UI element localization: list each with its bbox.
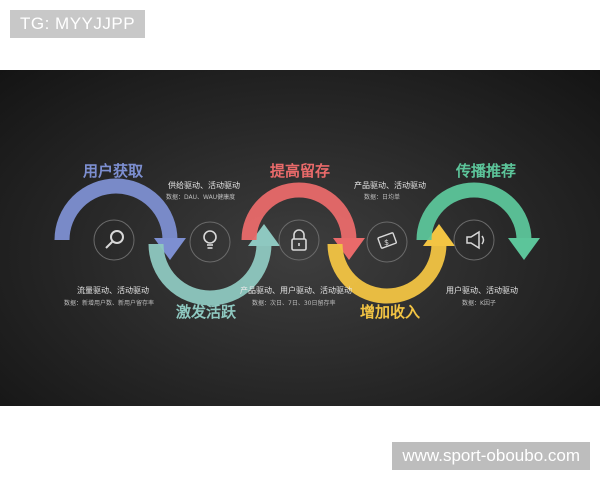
step-2-desc: 供给驱动、活动驱动 [168, 181, 240, 190]
green-arrowhead [508, 238, 540, 260]
blue-arrowhead [154, 238, 186, 260]
step-5-sub: 数据：K因子 [462, 300, 496, 307]
lock-icon [291, 229, 307, 251]
step-4-sub: 数据：日均单 [364, 194, 401, 201]
magnifier-icon [105, 230, 124, 249]
green-arc [416, 182, 532, 241]
step-5-title: 传播推荐 [456, 162, 517, 180]
step-2-title: 激发活跃 [176, 303, 237, 321]
lightbulb-icon [203, 230, 217, 249]
yellow-arc [327, 243, 447, 304]
step-2-sub: 数据：DAU、WAU健康度 [166, 194, 236, 201]
step-3-title: 提高留存 [270, 162, 331, 180]
step-1-title: 用户获取 [83, 162, 144, 180]
icon-circle-4 [366, 221, 408, 263]
svg-text:$: $ [384, 238, 389, 247]
step-1-desc: 流量驱动、活动驱动 [77, 286, 149, 295]
bottom-watermark: www.sport-oboubo.com [392, 442, 590, 470]
step-4-title: 增加收入 [360, 303, 421, 321]
step-1-sub: 数据：新增用户数、新用户留存率 [64, 300, 155, 307]
flow-ribbon: $ [54, 178, 540, 306]
money-icon: $ [377, 232, 397, 249]
growth-funnel-panel: $ 用户获取 流量驱动、活动驱动 数据：新增用户数、新用户留存率 供给驱动、活动… [0, 70, 600, 406]
step-3-desc: 产品驱动、用户驱动、活动驱动 [240, 286, 352, 295]
red-arrowhead [333, 238, 365, 260]
step-3-sub: 数据：次日、7日、30日留存率 [252, 300, 336, 307]
megaphone-icon [466, 230, 485, 250]
red-arc [241, 182, 357, 241]
step-4-desc: 产品驱动、活动驱动 [354, 181, 426, 190]
step-5-desc: 用户驱动、活动驱动 [446, 286, 518, 295]
yellow-arrowhead [423, 224, 455, 246]
icon-circle-1 [93, 219, 135, 261]
icon-circle-3 [278, 219, 320, 261]
icon-circle-5 [453, 219, 495, 261]
teal-arrowhead [248, 224, 280, 246]
blue-arc [54, 178, 178, 241]
top-watermark: TG: MYYJJPP [10, 10, 146, 38]
icon-circle-2 [189, 221, 231, 263]
teal-arc [148, 243, 272, 306]
